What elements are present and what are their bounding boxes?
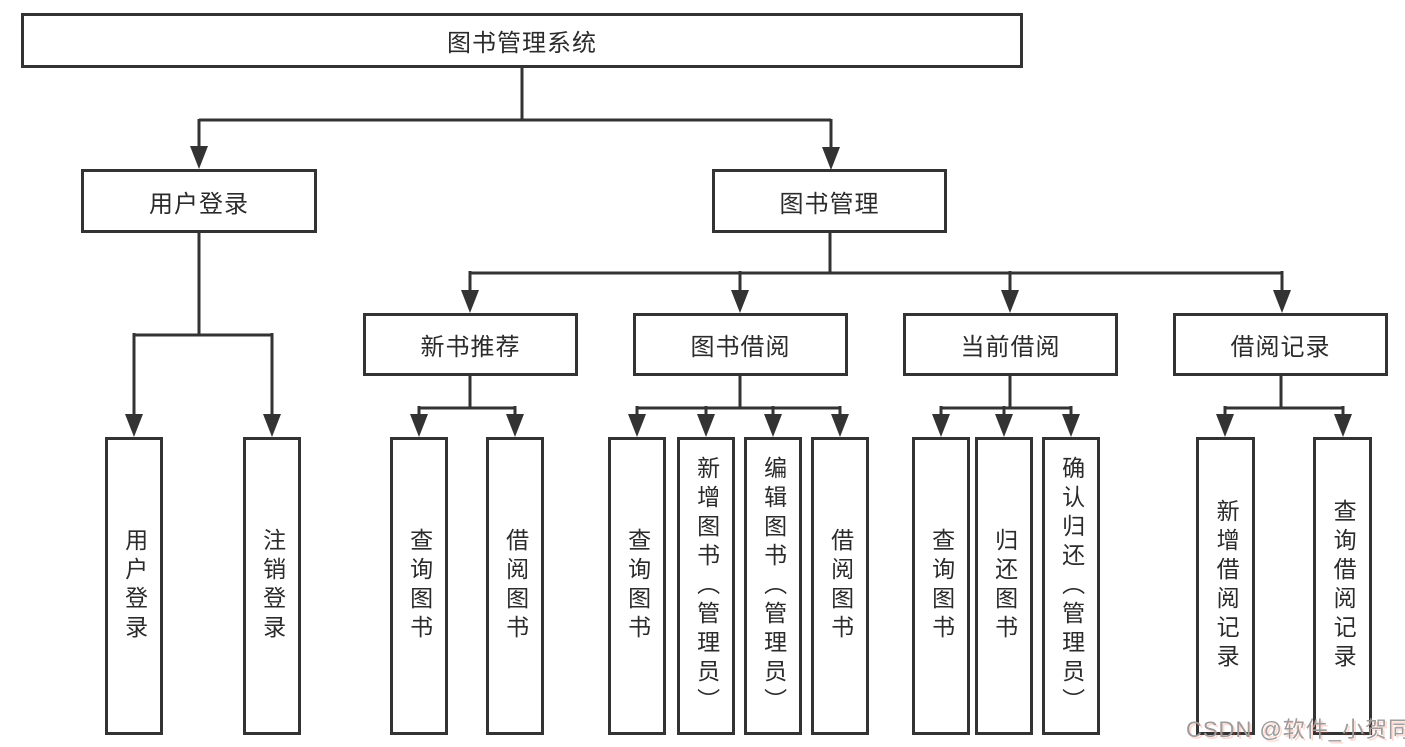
leaf-label: 用户登录 — [121, 528, 148, 644]
node-current-borrow: 当前借阅 — [903, 313, 1118, 376]
leaf-logout: 注销登录 — [243, 437, 301, 735]
leaf-label: 新增图书（管理员） — [693, 455, 720, 717]
leaf-user-login: 用户登录 — [105, 437, 163, 735]
node-label: 用户登录 — [149, 190, 249, 218]
node-label: 图书管理 — [779, 190, 880, 218]
leaf-label: 注销登录 — [259, 528, 286, 644]
leaf-add-borrow-record: 新增借阅记录 — [1196, 437, 1255, 735]
leaf-query-borrow-record: 查询借阅记录 — [1313, 437, 1372, 735]
leaf-add-books-admin: 新增图书（管理员） — [677, 437, 735, 735]
leaf-borrow-books-recommend: 借阅图书 — [486, 437, 544, 735]
leaf-borrow-books: 借阅图书 — [811, 437, 869, 735]
leaf-label: 查询图书 — [624, 528, 651, 644]
csdn-watermark: CSDN @软件_小贺同学 — [1186, 717, 1405, 742]
node-new-book-recommend: 新书推荐 — [363, 313, 578, 376]
leaf-label: 新增借阅记录 — [1213, 499, 1240, 673]
node-label: 图书借阅 — [690, 334, 791, 361]
leaf-label: 归还图书 — [991, 528, 1018, 644]
leaf-label: 查询图书 — [928, 528, 955, 644]
node-system-root: 图书管理系统 — [21, 13, 1023, 68]
leaf-query-books-current: 查询图书 — [912, 437, 970, 735]
leaf-return-books: 归还图书 — [975, 437, 1033, 735]
leaf-label: 查询图书 — [406, 528, 433, 644]
leaf-query-books-borrow: 查询图书 — [608, 437, 666, 735]
leaf-label: 确认归还（管理员） — [1058, 455, 1085, 717]
leaf-label: 借阅图书 — [502, 528, 529, 644]
node-borrow-records: 借阅记录 — [1173, 313, 1388, 376]
node-label: 图书管理系统 — [447, 30, 597, 57]
leaf-label: 编辑图书（管理员） — [760, 455, 787, 717]
node-book-borrow: 图书借阅 — [633, 313, 848, 376]
leaf-confirm-return-admin: 确认归还（管理员） — [1042, 437, 1100, 735]
leaf-label: 查询借阅记录 — [1330, 499, 1357, 673]
leaf-query-books-recommend: 查询图书 — [390, 437, 448, 735]
node-label: 新书推荐 — [420, 334, 521, 361]
leaf-edit-books-admin: 编辑图书（管理员） — [744, 437, 802, 735]
leaf-label: 借阅图书 — [827, 528, 854, 644]
node-label: 借阅记录 — [1230, 334, 1331, 361]
node-label: 当前借阅 — [960, 334, 1061, 361]
node-book-management: 图书管理 — [712, 169, 947, 233]
node-user-login: 用户登录 — [81, 169, 317, 233]
